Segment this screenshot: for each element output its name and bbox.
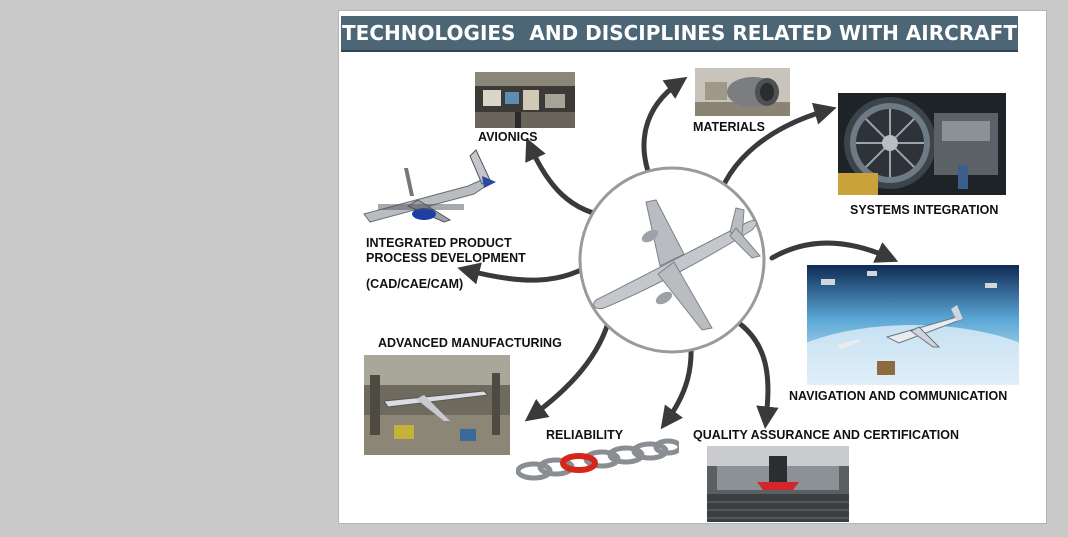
materials-photo bbox=[695, 68, 790, 116]
label-quality: QUALITY ASSURANCE AND CERTIFICATION bbox=[693, 428, 959, 442]
label-avionics: AVIONICS bbox=[478, 130, 538, 144]
label-integrated-line2: PROCESS DEVELOPMENT bbox=[366, 251, 526, 265]
label-advanced-manufacturing: ADVANCED MANUFACTURING bbox=[378, 336, 562, 350]
integrated-product-photo bbox=[358, 148, 508, 230]
arrow-manufacturing bbox=[524, 313, 613, 422]
arrow-quality bbox=[725, 313, 779, 429]
systems-integration-photo bbox=[838, 93, 1006, 195]
label-integrated-line1: INTEGRATED PRODUCT bbox=[366, 236, 512, 250]
quality-assurance-photo bbox=[707, 446, 849, 522]
title-bar: TECHNOLOGIES AND DISCIPLINES RELATED WIT… bbox=[341, 16, 1018, 52]
avionics-photo bbox=[475, 72, 575, 128]
reliability-photo bbox=[516, 437, 679, 485]
label-materials: MATERIALS bbox=[693, 120, 765, 134]
diagram-title: TECHNOLOGIES AND DISCIPLINES RELATED WIT… bbox=[342, 21, 1017, 45]
advanced-manufacturing-photo bbox=[364, 355, 510, 455]
airplane-icon bbox=[593, 199, 761, 331]
label-navigation: NAVIGATION AND COMMUNICATION bbox=[789, 389, 1008, 403]
arrow-navigation bbox=[769, 240, 899, 263]
label-systems-integration: SYSTEMS INTEGRATION bbox=[850, 203, 999, 217]
label-integrated-line3: (CAD/CAE/CAM) bbox=[366, 277, 464, 291]
label-reliability: RELIABILITY bbox=[546, 428, 624, 442]
navigation-photo bbox=[807, 265, 1019, 385]
